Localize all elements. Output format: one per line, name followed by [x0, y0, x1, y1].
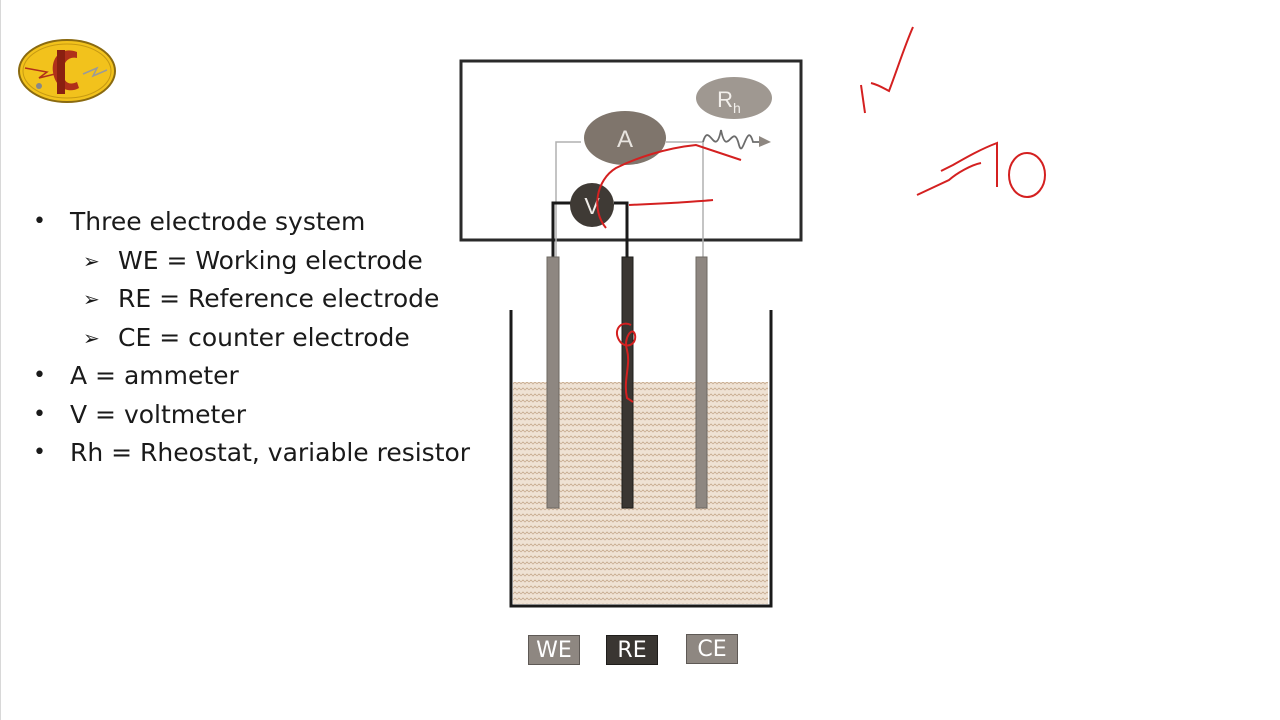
- counter-electrode: [695, 256, 708, 509]
- handwritten-annotation: [860, 26, 1046, 198]
- bullet-dot: •: [33, 209, 46, 234]
- list-item: • A = ammeter: [31, 357, 470, 396]
- beaker: [509, 310, 773, 608]
- label-working-electrode: WE: [528, 635, 580, 665]
- voltmeter-label: V: [584, 193, 600, 219]
- arrow-bullet: ➢: [83, 248, 100, 273]
- annotation-stroke: [940, 141, 998, 187]
- bullet-text: V = voltmeter: [70, 399, 246, 429]
- list-item: ➢ WE = Working electrode: [31, 242, 470, 281]
- wire: [555, 141, 581, 257]
- logo-icon: [18, 39, 116, 103]
- annotation-stroke: [615, 322, 637, 403]
- ammeter: [584, 111, 666, 165]
- list-item: ➢ RE = Reference electrode: [31, 280, 470, 319]
- annotation-stroke: [870, 26, 914, 93]
- annotation-stroke: [628, 199, 714, 206]
- rheostat-coil: [702, 129, 761, 150]
- rheostat-label-subscript: h: [733, 100, 741, 116]
- bullet-text: A = ammeter: [70, 361, 239, 390]
- label-counter-electrode: CE: [686, 634, 738, 664]
- bullet-text: Three electrode system: [70, 207, 366, 236]
- arrow-bullet: ➢: [83, 287, 100, 311]
- electrode-cell-diagram: A Rh V: [459, 59, 803, 608]
- reference-electrode: [621, 256, 634, 509]
- rheostat-arrow-icon: [759, 136, 771, 147]
- voltmeter: [570, 183, 614, 227]
- list-item: • V = voltmeter: [31, 396, 470, 435]
- bullet-dot: •: [33, 401, 46, 427]
- list-item: • Rh = Rheostat, variable resistor: [31, 434, 470, 473]
- rheostat-label-main: R: [717, 87, 733, 112]
- arrow-bullet: ➢: [83, 325, 100, 350]
- working-electrode: [546, 256, 560, 509]
- wire: [551, 201, 573, 257]
- label-reference-electrode: RE: [606, 635, 658, 665]
- bullet-dot: •: [33, 440, 46, 465]
- rheostat-label: Rh: [717, 87, 741, 116]
- ammeter-label: A: [617, 126, 633, 153]
- annotation-stroke: [916, 162, 982, 196]
- list-item: • Three electrode system: [31, 203, 470, 242]
- bullet-text: RE = Reference electrode: [118, 284, 440, 313]
- annotation-stroke: [1008, 152, 1046, 198]
- bullet-dot: •: [33, 363, 46, 388]
- bullet-text: WE = Working electrode: [118, 245, 423, 275]
- rheostat: [696, 77, 772, 119]
- bullet-list: • Three electrode system ➢ WE = Working el…: [31, 203, 470, 473]
- annotation-stroke: [860, 84, 866, 114]
- bullet-text: CE = counter electrode: [118, 322, 410, 352]
- annotation-stroke: [596, 143, 742, 229]
- list-item: ➢ CE = counter electrode: [31, 319, 470, 358]
- wire: [614, 201, 629, 257]
- bullet-text: Rh = Rheostat, variable resistor: [70, 438, 471, 467]
